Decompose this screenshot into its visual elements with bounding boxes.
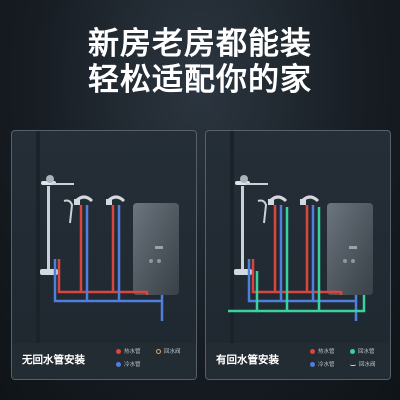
hot-pipe-marker-icon — [116, 348, 121, 354]
cold-water-pipes — [53, 205, 164, 321]
panel-no-return-pipe: 无回水管安装 热水管 回水阀 冷水管 — [11, 130, 197, 380]
faucet-2 — [300, 195, 320, 205]
return-pipe-marker-icon — [350, 348, 355, 354]
hot-pipe-marker-icon — [310, 348, 315, 354]
installation-illustration-with-return — [228, 131, 373, 343]
legend-cold-pipe: 冷水管 — [310, 360, 335, 368]
legend: 热水管 回水管 冷水管 回水阀 — [310, 347, 390, 377]
legend-return-valve: 回水阀 — [156, 347, 181, 355]
legend-return-pipe: 回水管 — [350, 347, 375, 355]
return-water-pipes — [228, 207, 366, 313]
return-valve-marker-icon — [350, 362, 356, 366]
caption-bar: 有回水管安装 热水管 回水管 冷水管 回水阀 — [206, 343, 390, 379]
hot-water-pipes — [57, 205, 149, 295]
water-heater — [327, 203, 373, 295]
faucet-2 — [106, 195, 126, 205]
cold-pipe-marker-icon — [310, 361, 315, 367]
faucet-1 — [268, 195, 288, 205]
hot-water-pipes — [251, 205, 343, 295]
water-heater — [133, 203, 179, 295]
installation-illustration-no-return — [36, 131, 179, 343]
faucet-1 — [74, 195, 94, 205]
panel-with-return-pipe: 有回水管安装 热水管 回水管 冷水管 回水阀 — [205, 130, 391, 380]
cold-water-pipes — [247, 205, 358, 321]
headline-line-1: 新房老房都能装 — [88, 26, 312, 62]
legend-return-valve: 回水阀 — [350, 360, 376, 368]
cold-pipe-marker-icon — [116, 361, 121, 367]
legend: 热水管 回水阀 冷水管 — [116, 347, 196, 377]
legend-hot-pipe: 热水管 — [310, 347, 335, 355]
legend-hot-pipe: 热水管 — [116, 347, 141, 355]
shower-column — [40, 175, 74, 275]
legend-cold-pipe: 冷水管 — [116, 360, 141, 368]
caption-bar: 无回水管安装 热水管 回水阀 冷水管 — [12, 343, 196, 379]
panel-caption: 无回水管安装 — [22, 354, 85, 366]
panel-caption: 有回水管安装 — [216, 354, 279, 366]
headline-line-2: 轻松适配你的家 — [88, 62, 312, 98]
return-valve-marker-icon — [156, 348, 161, 354]
shower-column — [234, 175, 268, 275]
